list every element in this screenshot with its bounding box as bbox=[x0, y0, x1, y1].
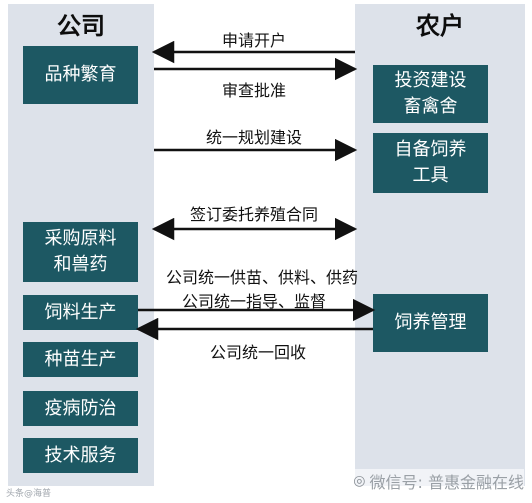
procurement-label-line2: 和兽药 bbox=[53, 254, 108, 275]
disease-control-label: 疫病防治 bbox=[44, 397, 117, 419]
flow-label-contract: 签订委托养殖合同 bbox=[190, 205, 319, 224]
flow-label-guide: 公司统一指导、监督 bbox=[182, 292, 327, 311]
procurement-box: 采购原料 和兽药 bbox=[23, 222, 138, 282]
seedling-production-label: 种苗生产 bbox=[44, 348, 117, 370]
equipment-box: 自备饲养 工具 bbox=[373, 133, 488, 193]
flow-label-approve: 审查批准 bbox=[222, 81, 287, 100]
company-column-title: 公司 bbox=[57, 12, 105, 40]
flow-label-supply: 公司统一供苗、供料、供药 bbox=[166, 268, 359, 287]
feeding-management-box: 饲养管理 bbox=[373, 294, 488, 352]
seedling-production-box: 种苗生产 bbox=[23, 342, 138, 377]
feed-production-label: 饲料生产 bbox=[44, 301, 117, 323]
wechat-icon: ◎ bbox=[353, 473, 366, 489]
tech-service-box: 技术服务 bbox=[23, 438, 138, 473]
breeding-box: 品种繁育 bbox=[23, 46, 138, 104]
watermark: ◎ 微信号: 普惠金融在线 bbox=[353, 469, 524, 493]
investment-box: 投资建设 畜禽舍 bbox=[373, 65, 488, 123]
investment-label-line2: 畜禽舍 bbox=[403, 96, 458, 117]
watermark-text: 微信号: 普惠金融在线 bbox=[369, 473, 524, 492]
watermark-small: 头条@海普 bbox=[6, 489, 52, 499]
breeding-label: 品种繁育 bbox=[44, 64, 117, 85]
equipment-label-line2: 工具 bbox=[412, 165, 449, 186]
equipment-label-line1: 自备饲养 bbox=[394, 139, 467, 160]
feeding-management-label: 饲养管理 bbox=[394, 312, 467, 333]
disease-control-box: 疫病防治 bbox=[23, 391, 138, 426]
procurement-label-line1: 采购原料 bbox=[44, 228, 117, 249]
tech-service-label: 技术服务 bbox=[44, 444, 117, 466]
feed-production-box: 饲料生产 bbox=[23, 295, 138, 330]
flow-label-plan: 统一规划建设 bbox=[206, 128, 303, 147]
flow-label-collect: 公司统一回收 bbox=[210, 343, 307, 362]
flow-label-apply: 申请开户 bbox=[222, 31, 287, 50]
farmer-column-title: 农户 bbox=[416, 12, 464, 40]
investment-label-line1: 投资建设 bbox=[394, 70, 467, 91]
